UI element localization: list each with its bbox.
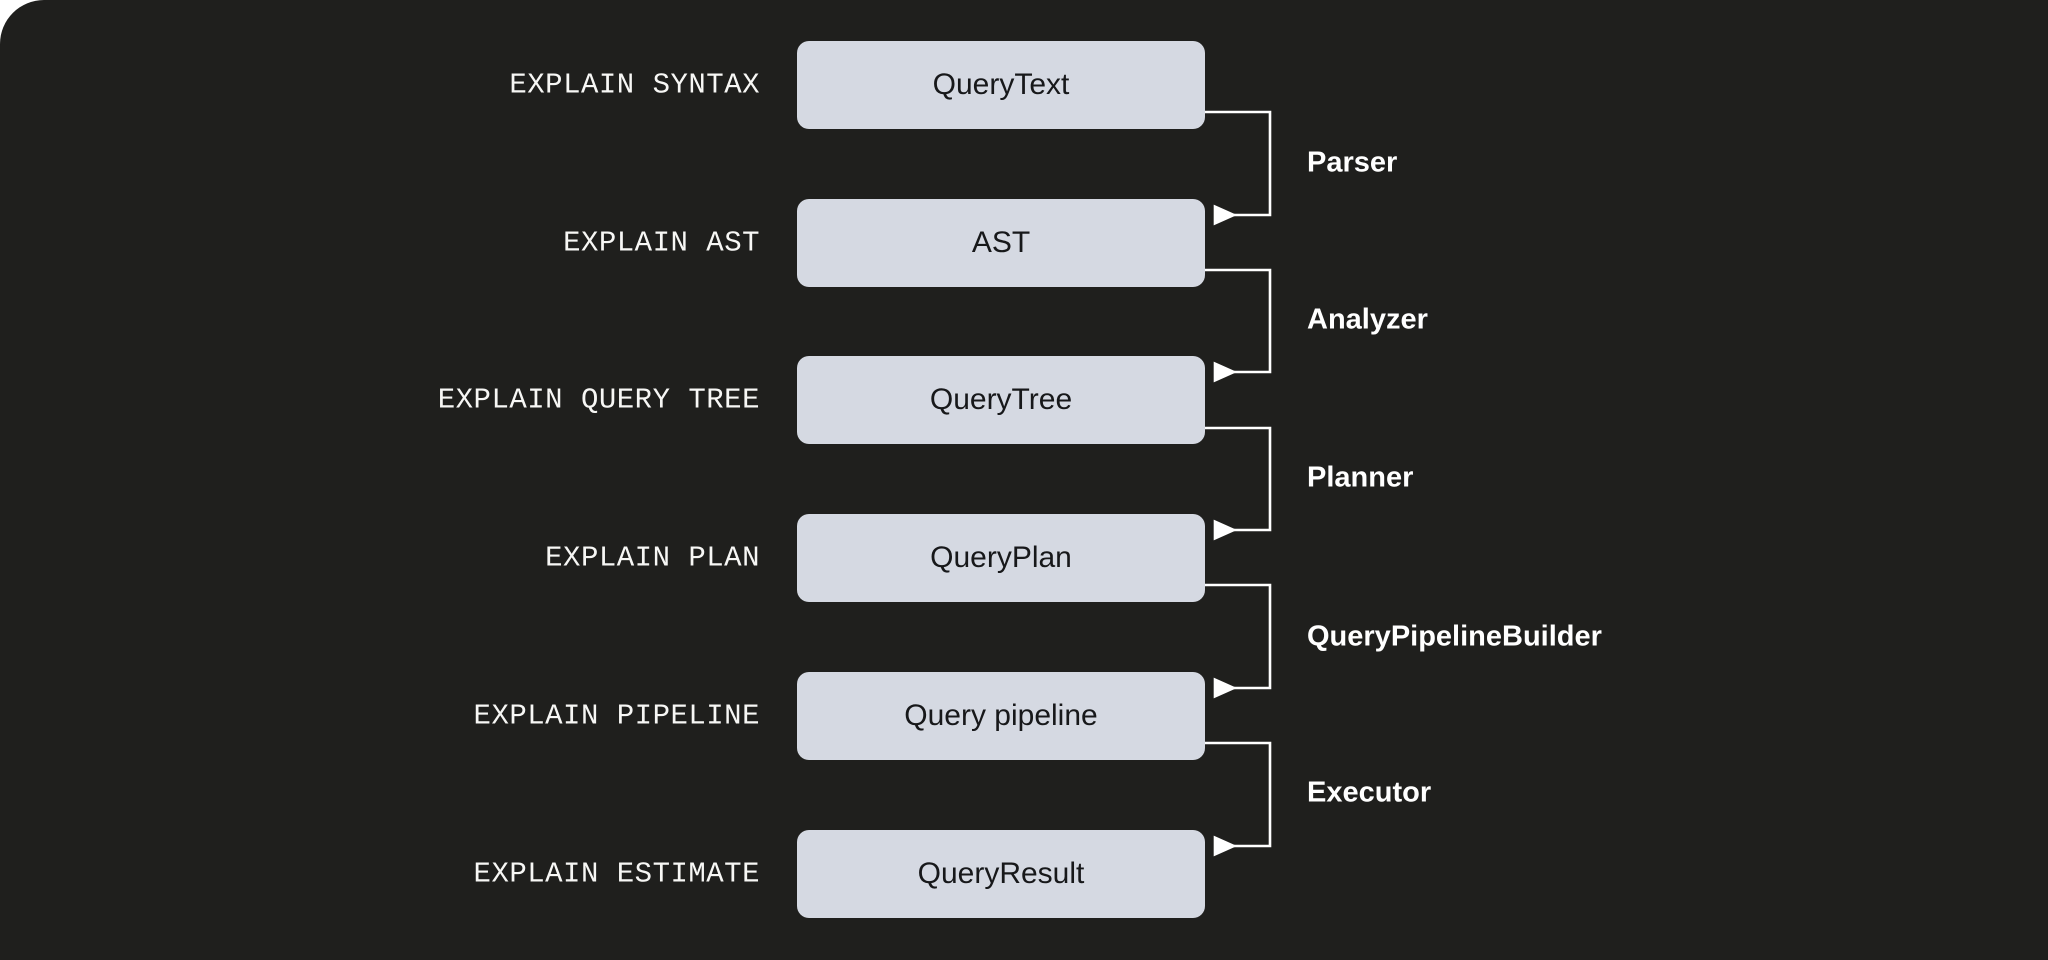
node-box[interactable]: QueryResult: [797, 830, 1205, 918]
explain-statement-label: EXPLAIN PLAN: [545, 541, 760, 575]
node-box[interactable]: AST: [797, 199, 1205, 287]
component-label: QueryPipelineBuilder: [1307, 620, 1602, 653]
component-label: Parser: [1307, 146, 1398, 179]
component-label: Planner: [1307, 461, 1414, 494]
node-box[interactable]: QueryPlan: [797, 514, 1205, 602]
component-label: Analyzer: [1307, 303, 1428, 336]
node-box[interactable]: QueryText: [797, 41, 1205, 129]
node-box-label: QueryPlan: [930, 541, 1072, 574]
node-box[interactable]: Query pipeline: [797, 672, 1205, 760]
node-box-label: AST: [971, 226, 1031, 259]
node-box-label: QueryTree: [929, 383, 1073, 416]
component-label: Executor: [1307, 776, 1432, 809]
explain-statement-label: EXPLAIN QUERY TREE: [437, 383, 760, 417]
connector-arrow: [1205, 268, 1272, 383]
connector-arrow: [1205, 583, 1272, 699]
node-box-label: QueryText: [932, 68, 1070, 101]
explain-statement-label: EXPLAIN PIPELINE: [473, 699, 760, 733]
node-box-label: Query pipeline: [904, 699, 1098, 732]
explain-statement-label: EXPLAIN ESTIMATE: [473, 857, 760, 891]
explain-statement-label: EXPLAIN AST: [563, 226, 760, 260]
explain-statement-label: EXPLAIN SYNTAX: [509, 68, 760, 102]
node-box-label: QueryResult: [917, 857, 1085, 890]
connector-arrow: [1205, 110, 1272, 226]
connector-arrow: [1205, 741, 1272, 857]
node-box[interactable]: QueryTree: [797, 356, 1205, 444]
connector-arrow: [1205, 426, 1272, 541]
